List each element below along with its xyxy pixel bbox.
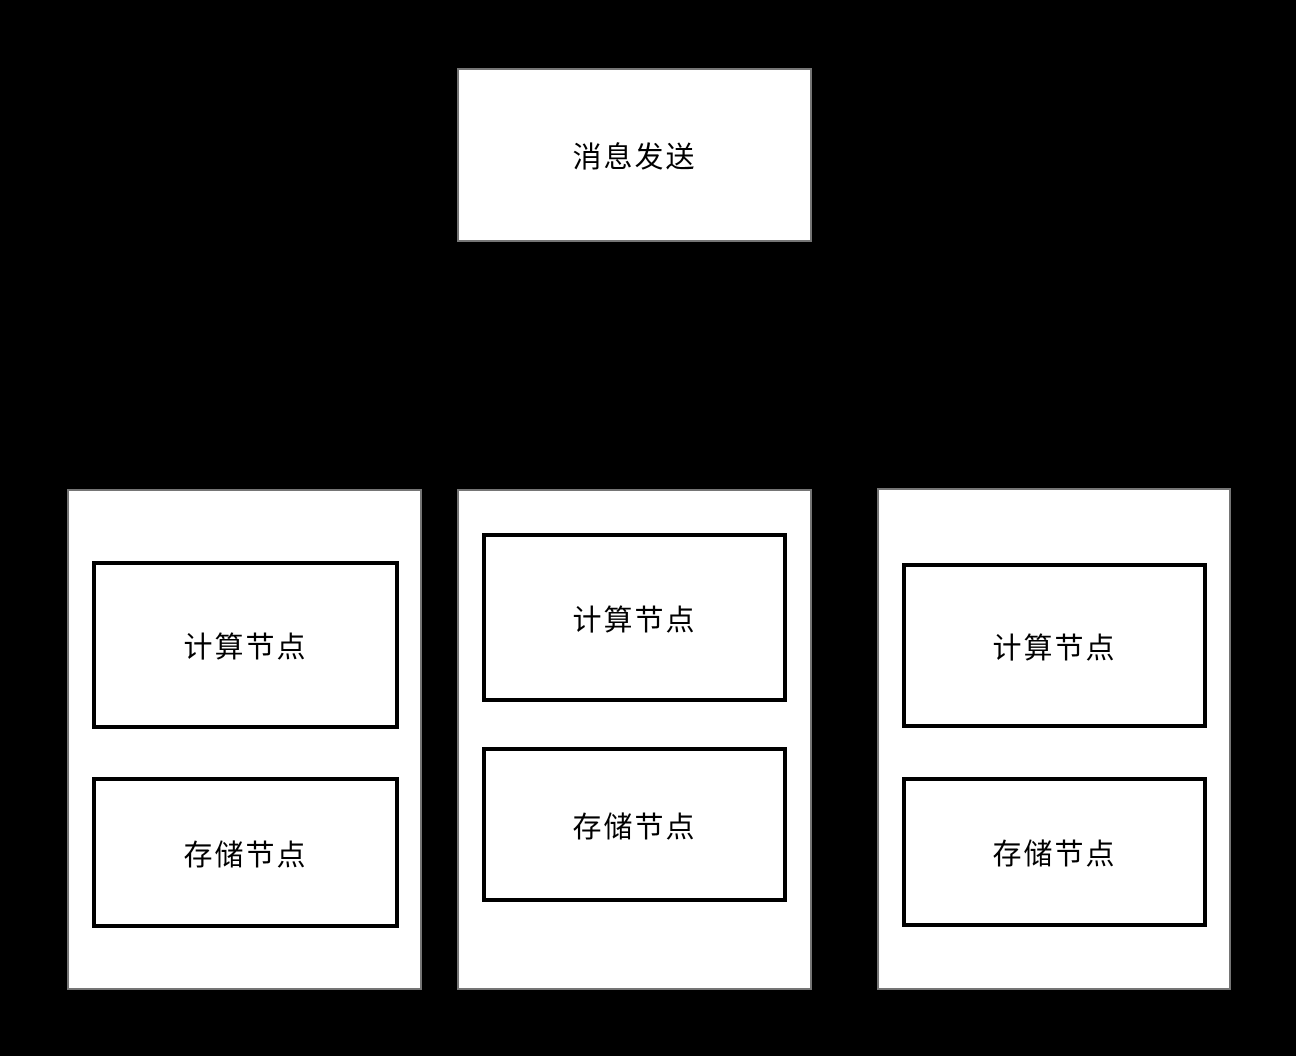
cluster-2-storage-node-box: 存储节点 xyxy=(482,747,787,902)
cluster-1: 计算节点 存储节点 xyxy=(67,489,422,990)
cluster-2-compute-node-box: 计算节点 xyxy=(482,533,787,702)
compute-node-label: 计算节点 xyxy=(992,632,1117,665)
storage-node-label: 存储节点 xyxy=(572,811,697,844)
storage-node-label: 存储节点 xyxy=(183,839,308,872)
message-send-box: 消息发送 xyxy=(457,68,812,242)
cluster-3-compute-node-box: 计算节点 xyxy=(902,563,1207,728)
cluster-1-storage-node-box: 存储节点 xyxy=(92,777,399,928)
message-send-label: 消息发送 xyxy=(572,142,697,174)
cluster-3-storage-node-box: 存储节点 xyxy=(902,777,1207,927)
cluster-2: 计算节点 存储节点 xyxy=(457,489,812,990)
storage-node-label: 存储节点 xyxy=(992,839,1117,871)
cluster-1-compute-node-box: 计算节点 xyxy=(92,561,399,729)
compute-node-label: 计算节点 xyxy=(183,632,308,664)
cluster-3: 计算节点 存储节点 xyxy=(877,488,1231,990)
compute-node-label: 计算节点 xyxy=(572,604,697,637)
